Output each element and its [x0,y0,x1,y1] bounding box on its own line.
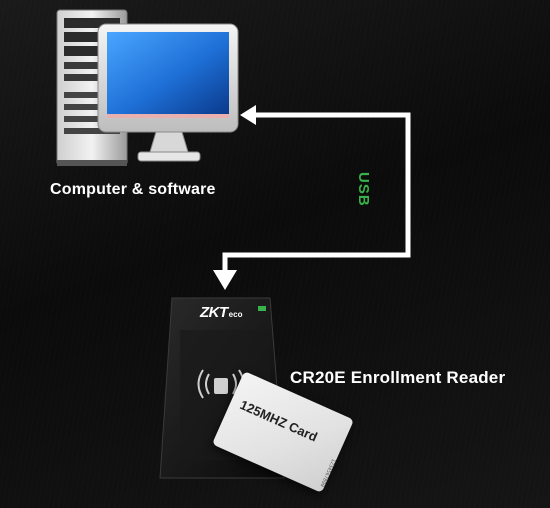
brand-name: ZKT [200,304,228,321]
brand-suffix: eco [228,310,243,319]
arrowhead-to-reader [213,270,237,290]
computer-label: Computer & software [50,181,216,198]
usb-label: USB [355,172,372,207]
arrowhead-to-computer [240,105,256,125]
usb-connection-arrow [213,105,411,290]
reader-label: CR20E Enrollment Reader [290,368,506,387]
computer-monitor [97,23,239,162]
status-led [258,306,266,311]
reader-brand-logo: ZKTeco [200,304,242,321]
card-title: 125MHZ Card [237,397,320,445]
